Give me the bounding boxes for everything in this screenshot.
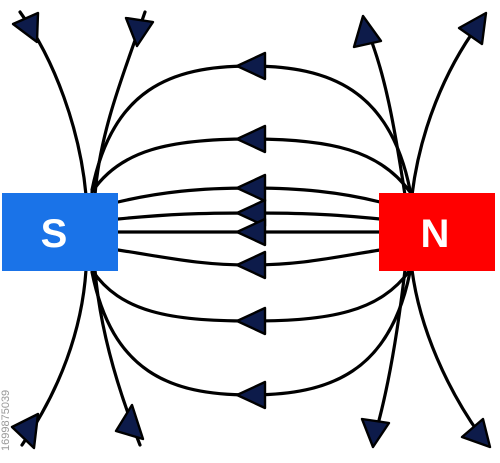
arrowhead-left	[235, 124, 267, 154]
field-line-n-lower-left	[373, 268, 407, 437]
field-line-n-lower-right	[410, 268, 482, 437]
arrowhead-down-right	[460, 417, 492, 449]
arrowhead-left	[235, 51, 267, 81]
field-line-n-upper-left	[363, 23, 407, 197]
magnet-north-body	[379, 193, 495, 271]
magnet-south-body	[2, 193, 118, 271]
magnet-north: N	[379, 193, 495, 271]
arrowhead-up-right	[457, 11, 488, 46]
field-line-arc-bottom-outer	[90, 270, 412, 397]
field-line-s-upper-left	[18, 10, 88, 197]
field-line-arc-top-outer	[90, 64, 412, 192]
arrowhead-left	[235, 173, 267, 203]
arrowhead-up-right	[10, 412, 40, 450]
arrowheads-south	[10, 11, 155, 450]
field-line-n-upper-right	[410, 23, 480, 197]
arrowheads-north	[352, 11, 492, 449]
magnet-south-label: S	[41, 212, 68, 256]
magnet-north-label: N	[421, 212, 450, 256]
arrowhead-down-left	[124, 16, 155, 48]
stock-image-id-watermark: 1699875039	[0, 389, 12, 451]
arrowhead-down-left	[360, 417, 391, 449]
arrowhead-up-left	[114, 403, 145, 441]
arrowheads-inner	[235, 51, 267, 410]
arrowhead-left	[235, 380, 267, 410]
arrowhead-up-left	[352, 14, 383, 49]
arrowhead-down-right	[11, 11, 40, 44]
arrowhead-left	[235, 250, 267, 280]
magnet-south: S	[2, 193, 118, 271]
arrowhead-left	[235, 217, 267, 247]
arrowhead-left	[235, 198, 267, 228]
arrowhead-left	[235, 306, 267, 336]
